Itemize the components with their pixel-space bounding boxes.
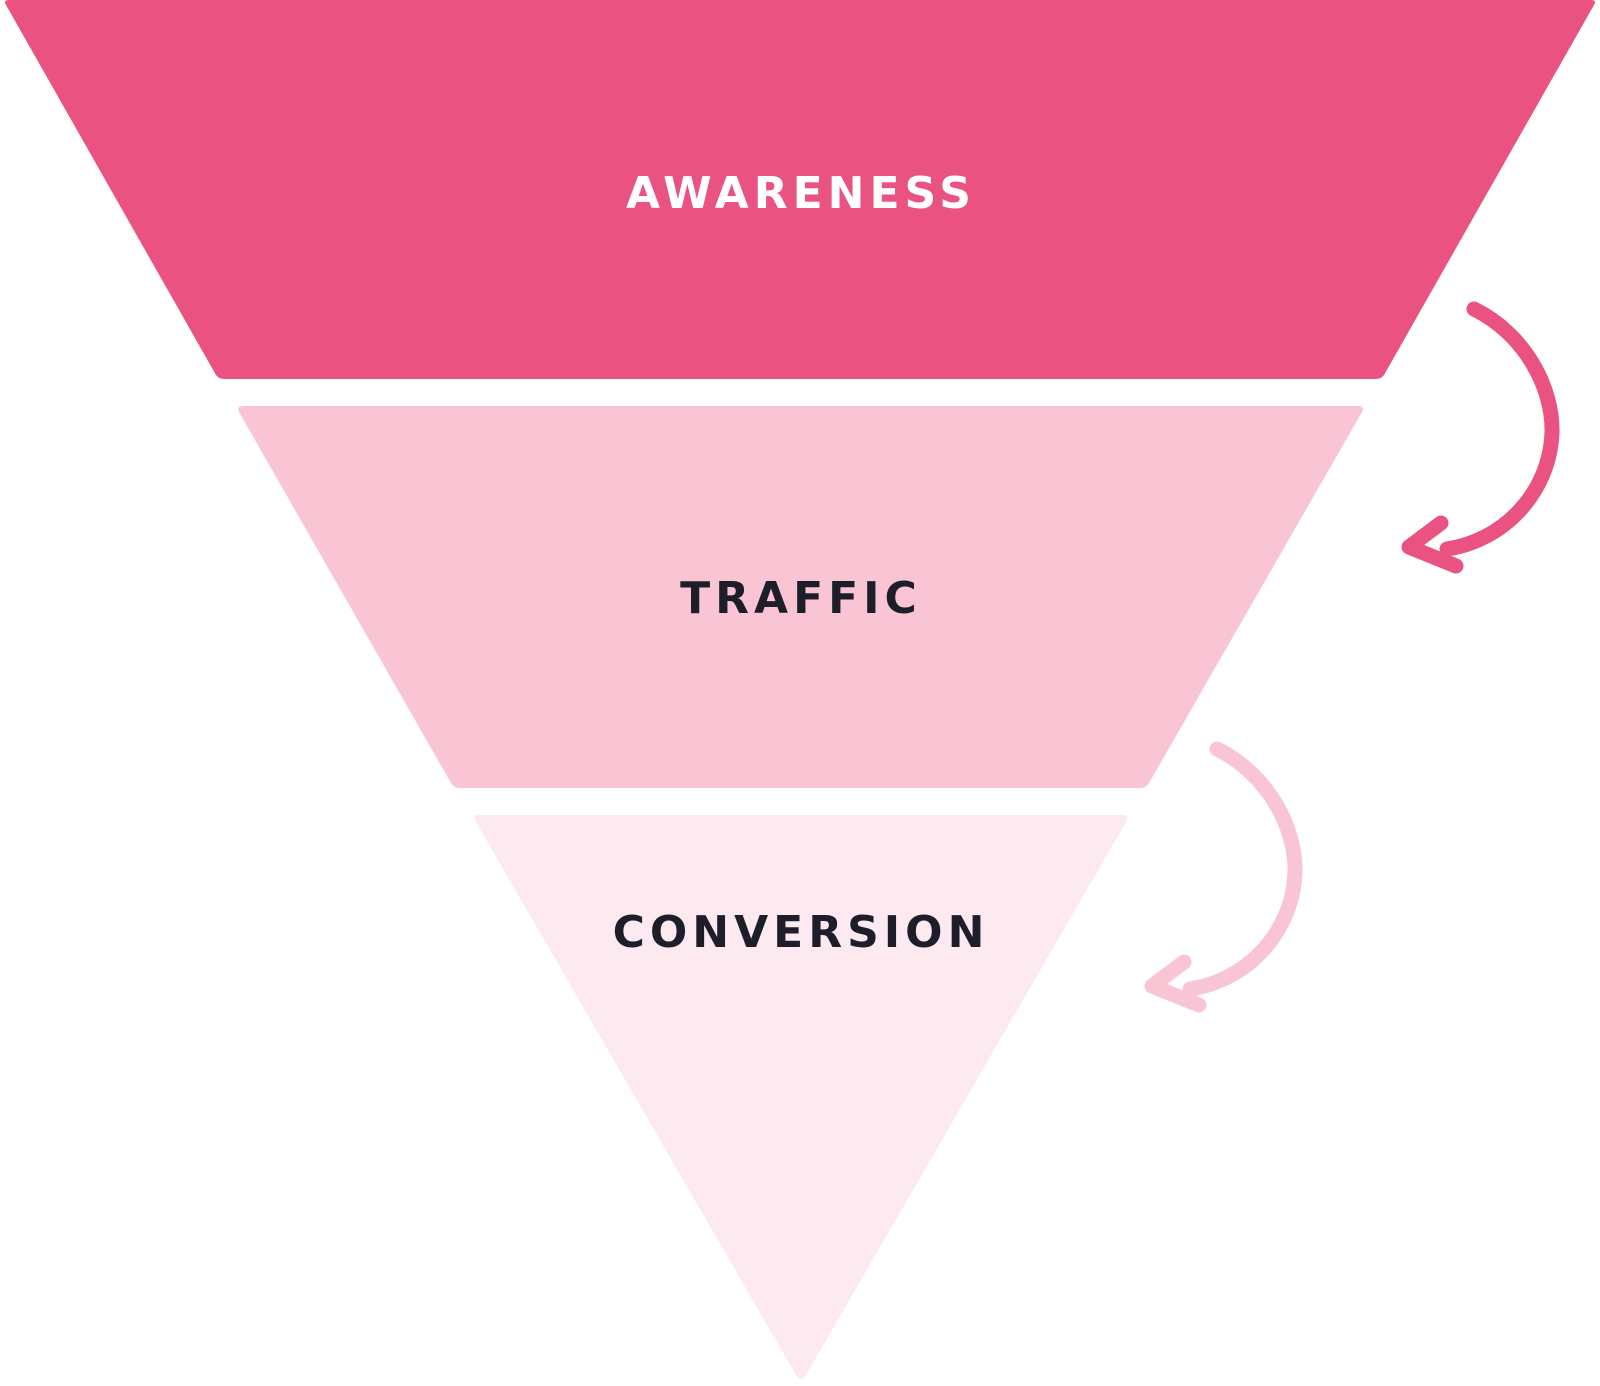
stage-traffic-label: TRAFFIC (680, 573, 922, 624)
arrow-curve (1439, 301, 1560, 557)
traffic-to-conversion-arrow (1144, 741, 1303, 1013)
stage-conversion-label: CONVERSION (613, 907, 990, 958)
arrow-head (1144, 954, 1207, 1013)
stage-traffic: TRAFFIC (238, 406, 1363, 788)
stage-awareness-shape (5, 0, 1595, 379)
arrow-curve (1182, 741, 1303, 997)
stage-traffic-shape (238, 406, 1363, 788)
arrow-head (1401, 515, 1464, 574)
stage-awareness-label: AWARENESS (626, 168, 976, 219)
stage-conversion: CONVERSION (474, 815, 1128, 1379)
stage-conversion-shape (474, 815, 1128, 1379)
stage-awareness: AWARENESS (5, 0, 1595, 379)
awareness-to-traffic-arrow (1401, 301, 1560, 574)
